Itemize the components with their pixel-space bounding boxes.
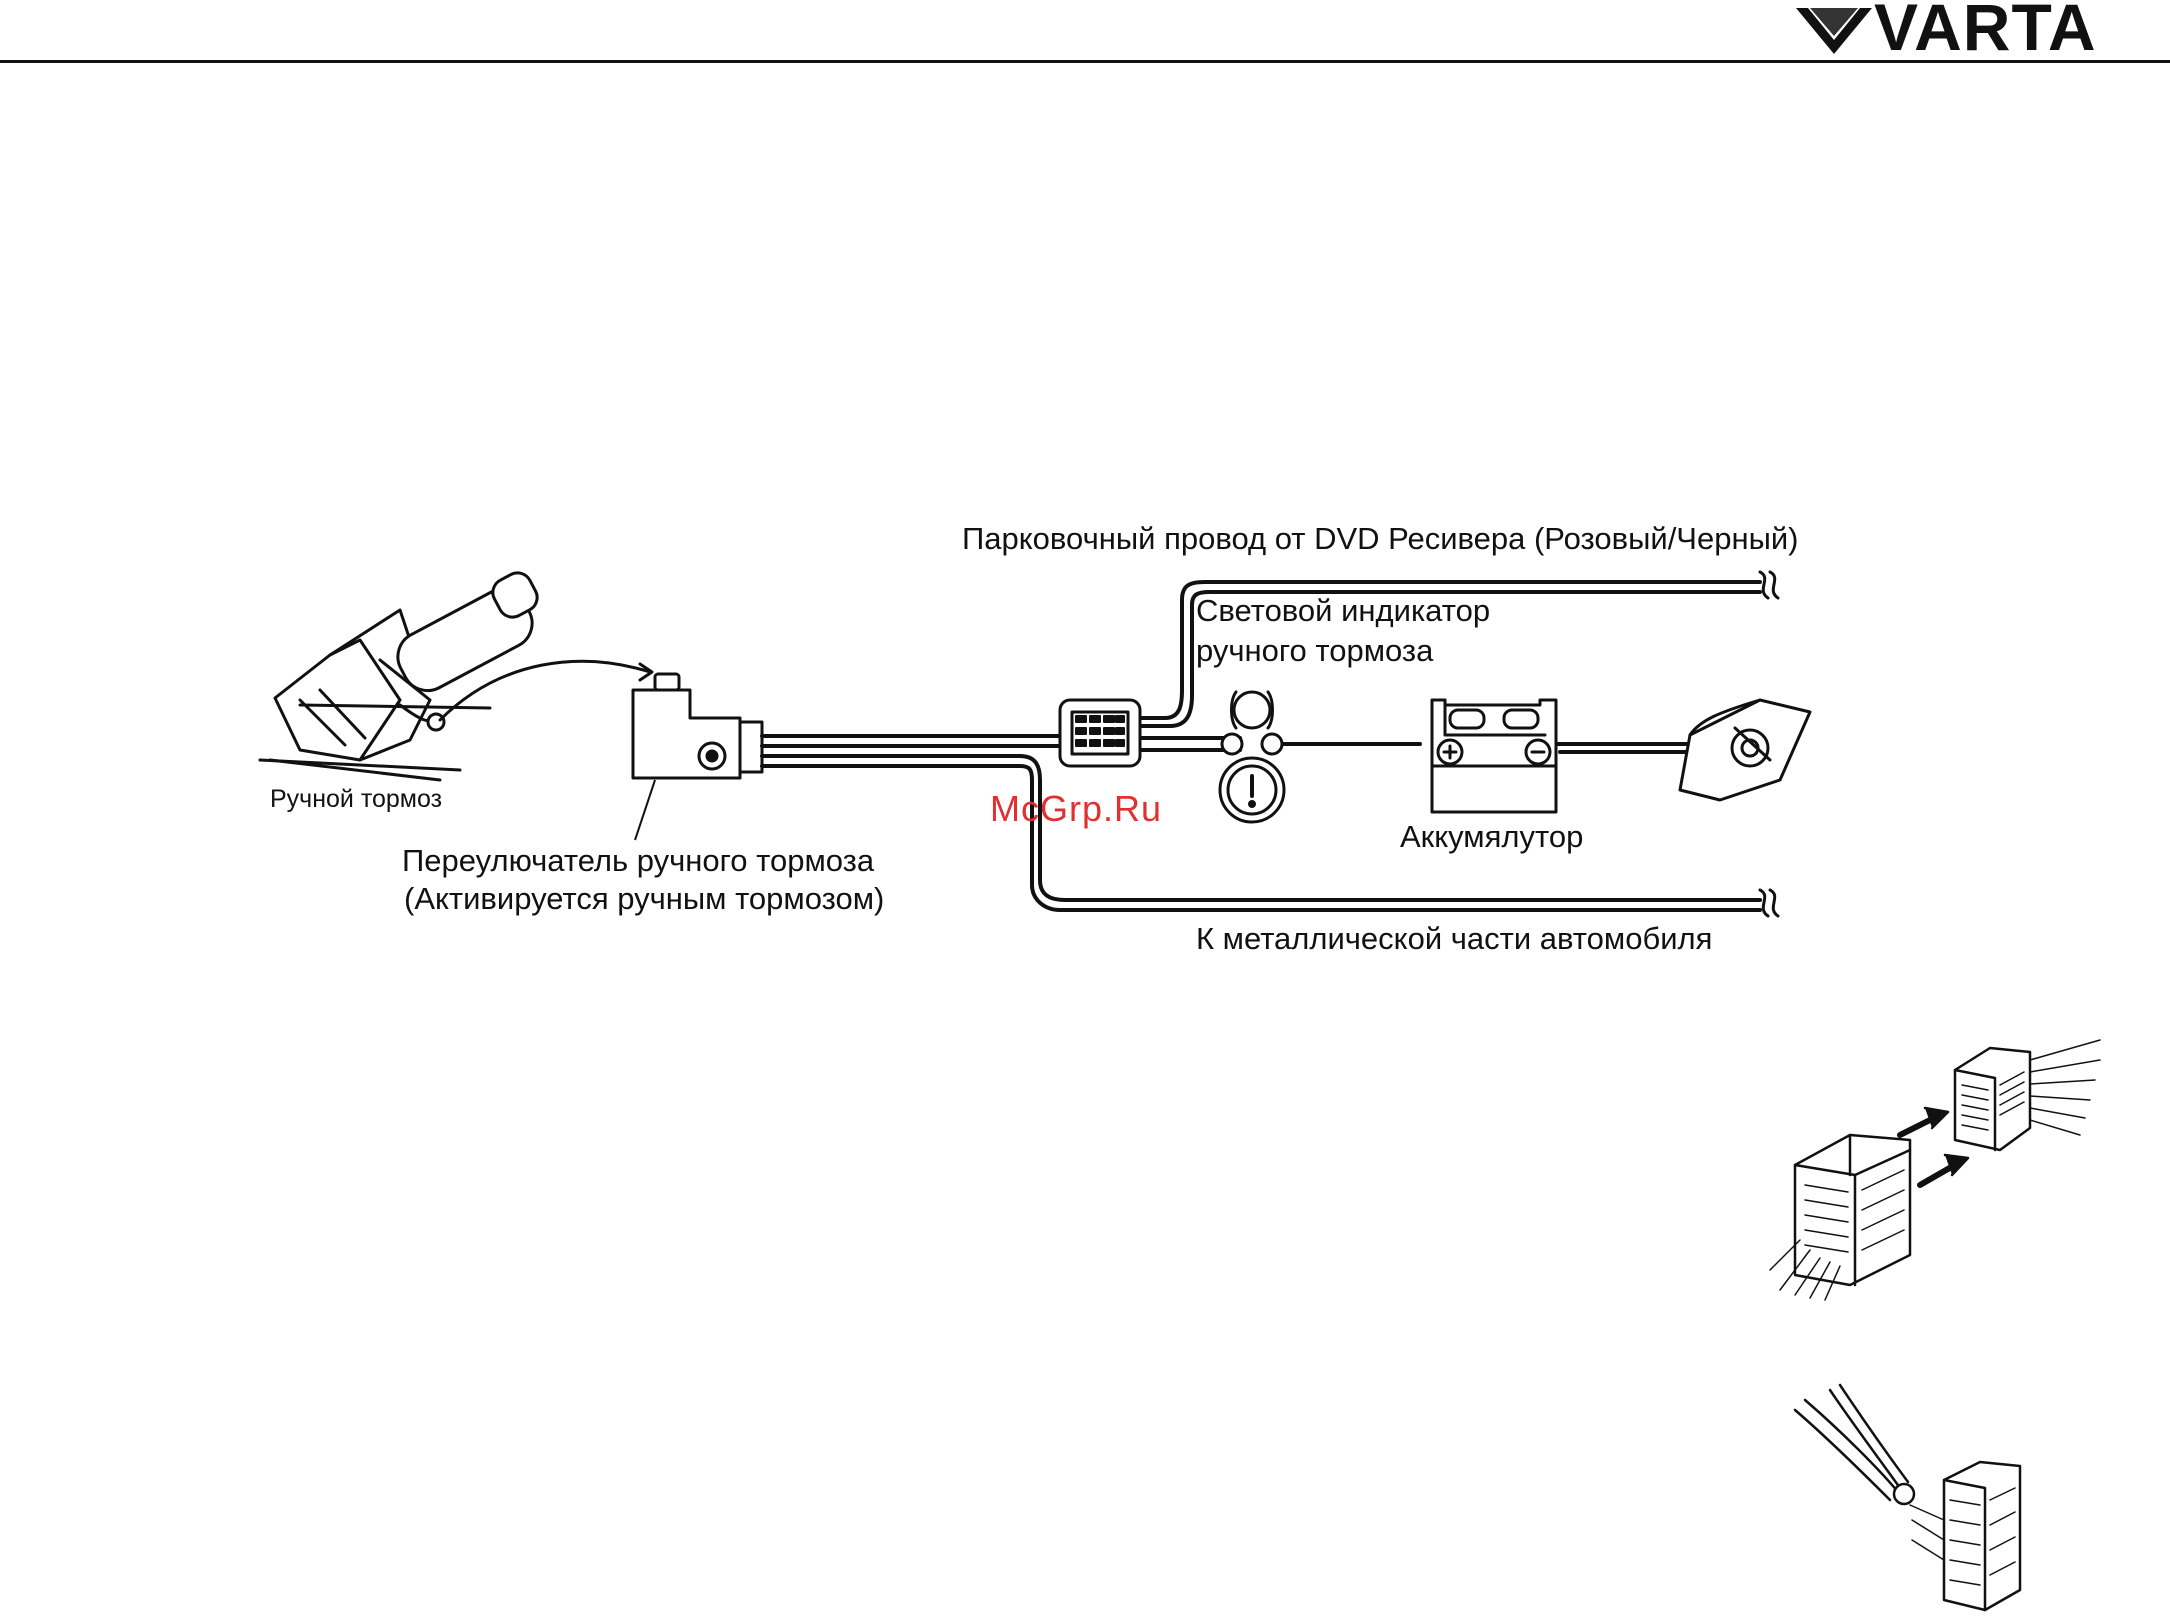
iso-connector-icon <box>1770 1040 2100 1300</box>
ground-terminal-icon <box>1680 700 1810 800</box>
brake-indicator-lamp-icon <box>1220 692 1284 822</box>
switch-label-line2: (Активируется ручным тормозом) <box>404 880 884 918</box>
connector-icon <box>1060 700 1140 766</box>
battery-label: Аккумялутор <box>1400 818 1583 856</box>
indicator-label-line1: Световой индикатор <box>1196 592 1490 630</box>
hand-brake-label: Ручной тормоз <box>270 784 442 814</box>
ground-label: К металлической части автомобиля <box>1196 920 1712 958</box>
watermark: McGrp.Ru <box>990 788 1162 830</box>
indicator-label-line2: ручного тормоза <box>1196 632 1433 670</box>
switch-label-line1: Переулючатель ручного тормоза <box>402 842 874 880</box>
brake-switch-icon <box>633 674 762 778</box>
hand-brake-lever-icon <box>260 568 542 780</box>
parking-wire-label: Парковочный провод от DVD Ресивера (Розо… <box>962 520 1799 558</box>
battery-icon <box>1432 700 1556 812</box>
pliers-icon <box>1795 1385 2020 1610</box>
